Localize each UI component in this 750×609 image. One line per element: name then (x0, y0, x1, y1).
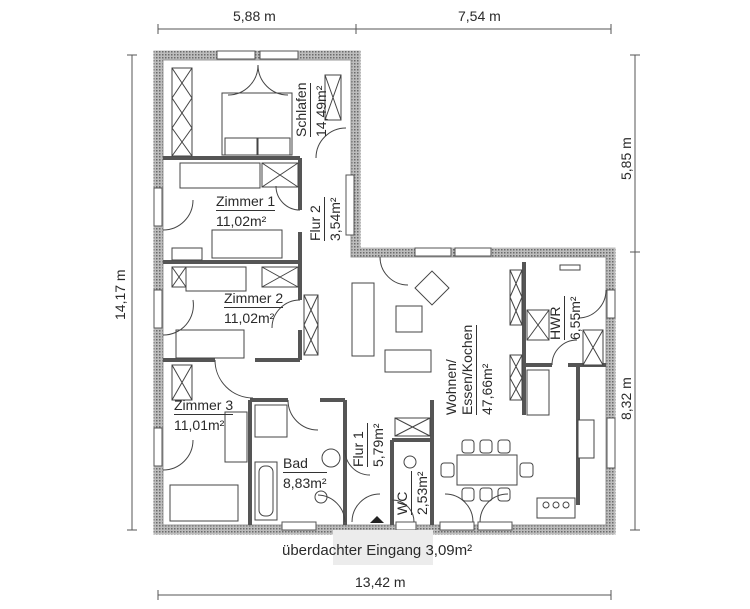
room-wc: WC 2,53m² (394, 471, 430, 515)
dim-right-bottom: 8,32 m (618, 377, 634, 420)
room-flur-2: Flur 2 3,54m² (307, 197, 343, 241)
room-name: Flur 1 (350, 423, 368, 467)
doors (162, 64, 607, 523)
room-area: 8,83m² (283, 475, 327, 491)
room-name: HWR (547, 296, 565, 340)
dim-bottom: 13,42 m (355, 574, 406, 590)
room-area: 11,01m² (174, 417, 225, 433)
entrance-area (333, 530, 433, 565)
room-area: 14,49m² (313, 85, 329, 137)
room-area: 11,02m² (216, 213, 267, 229)
room-area: 3,54m² (327, 197, 343, 241)
room-wohnen-essen-kochen: Wohnen/ Essen/Kochen 47,66m² (443, 324, 495, 415)
dim-left: 14,17 m (112, 269, 128, 320)
room-zimmer-1: Zimmer 1 11,02m² (216, 193, 276, 229)
room-area: 47,66m² (479, 363, 495, 415)
furniture (169, 67, 604, 522)
dimension-lines (127, 24, 640, 600)
room-name: Schlafen (293, 82, 311, 137)
room-flur-1: Flur 1 5,79m² (350, 423, 386, 467)
interior-walls (163, 156, 606, 525)
room-name: Zimmer 3 (174, 397, 234, 415)
dim-right-top: 5,85 m (618, 137, 634, 180)
room-name: Zimmer 2 (224, 290, 284, 308)
room-name: WC (394, 471, 412, 515)
room-name: Bad (283, 455, 327, 473)
room-area: 6,55m² (567, 296, 583, 340)
room-name: Flur 2 (307, 197, 325, 241)
room-name-line1: Wohnen/ (443, 359, 459, 415)
room-name-line2: Essen/Kochen (459, 324, 477, 415)
entrance-label: überdachter Eingang 3,09m² (282, 542, 473, 559)
room-area: 5,79m² (370, 423, 386, 467)
room-name: Zimmer 1 (216, 193, 276, 211)
room-hwr: HWR 6,55m² (547, 296, 583, 340)
dim-top-left: 5,88 m (233, 8, 276, 24)
dim-top-right: 7,54 m (458, 8, 501, 24)
room-zimmer-2: Zimmer 2 11,02m² (224, 290, 284, 326)
room-area: 2,53m² (414, 471, 430, 515)
room-bad: Bad 8,83m² (283, 455, 327, 491)
outer-walls (153, 50, 616, 535)
windows (153, 50, 616, 531)
room-area: 11,02m² (224, 310, 275, 326)
room-schlafen: Schlafen 14,49m² (293, 82, 329, 137)
room-zimmer-3: Zimmer 3 11,01m² (174, 397, 234, 433)
entrance-arrow (370, 516, 384, 523)
